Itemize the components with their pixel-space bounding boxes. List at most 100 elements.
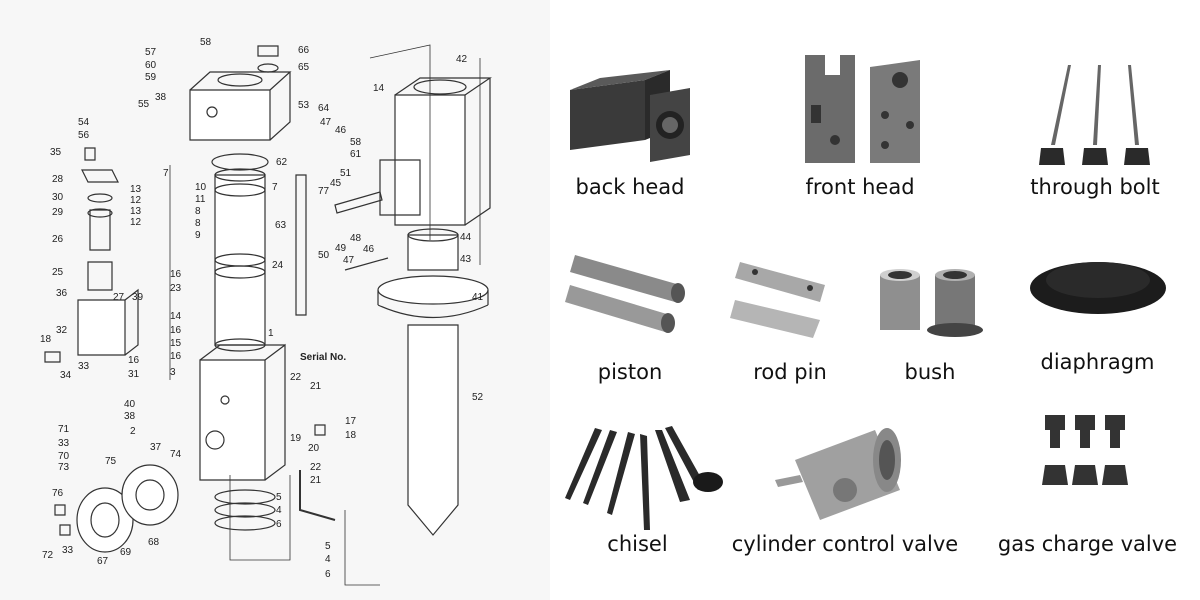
svg-text:76: 76 [52,488,64,499]
svg-text:45: 45 [330,178,342,189]
svg-text:15: 15 [170,338,182,349]
part-label: rod pin [753,360,827,384]
svg-text:33: 33 [78,361,90,372]
rod-pin-image [730,262,825,338]
part-bush: bush [855,260,1005,390]
bush-image [880,269,983,337]
svg-text:44: 44 [460,232,472,243]
svg-text:31: 31 [128,369,140,380]
svg-text:37: 37 [150,442,162,453]
gas-charge-valve-image [1042,415,1128,485]
svg-text:3: 3 [170,367,176,378]
svg-text:29: 29 [52,207,64,218]
svg-text:39: 39 [132,292,144,303]
svg-text:21: 21 [310,475,322,486]
svg-text:12: 12 [130,195,142,206]
part-label: front head [805,175,915,199]
svg-text:17: 17 [345,416,357,427]
svg-text:70: 70 [58,451,70,462]
svg-text:14: 14 [170,311,182,322]
svg-text:49: 49 [335,243,347,254]
svg-text:12: 12 [130,217,142,228]
svg-text:52: 52 [472,392,484,403]
svg-text:5: 5 [276,492,282,503]
svg-text:64: 64 [318,103,330,114]
svg-text:75: 75 [105,456,117,467]
part-gas-charge-valve: gas charge valve [990,410,1185,570]
front-head-image [805,55,920,163]
svg-text:65: 65 [298,62,310,73]
svg-text:22: 22 [290,372,302,383]
svg-text:7: 7 [272,182,278,193]
part-label: gas charge valve [997,532,1178,556]
svg-text:61: 61 [350,149,362,160]
svg-text:26: 26 [52,234,64,245]
part-label: diaphragm [1040,350,1155,374]
svg-text:42: 42 [456,54,468,65]
svg-text:16: 16 [170,269,182,280]
svg-text:27: 27 [113,292,125,303]
svg-text:40: 40 [124,399,136,410]
svg-text:5: 5 [325,541,331,552]
svg-text:16: 16 [170,325,182,336]
chisel-image [565,426,723,530]
svg-text:33: 33 [62,545,74,556]
svg-text:6: 6 [276,519,282,530]
svg-text:46: 46 [335,125,347,136]
svg-text:9: 9 [195,230,201,241]
svg-text:74: 74 [170,449,182,460]
svg-text:21: 21 [310,381,322,392]
svg-text:58: 58 [200,37,212,48]
svg-text:47: 47 [343,255,355,266]
svg-text:7: 7 [163,168,169,179]
svg-text:58: 58 [350,137,362,148]
part-label: piston [597,360,663,384]
svg-text:28: 28 [52,174,64,185]
svg-text:16: 16 [170,351,182,362]
part-rod-pin: rod pin [725,250,855,390]
svg-text:13: 13 [130,184,142,195]
svg-text:60: 60 [145,60,157,71]
part-cylinder-control-valve: cylinder control valve [725,420,965,570]
svg-text:71: 71 [58,424,70,435]
svg-text:24: 24 [272,260,284,271]
svg-text:34: 34 [60,370,72,381]
svg-text:59: 59 [145,72,157,83]
svg-text:8: 8 [195,206,201,217]
svg-text:43: 43 [460,254,472,265]
svg-text:73: 73 [58,462,70,473]
svg-text:19: 19 [290,433,302,444]
svg-text:53: 53 [298,100,310,111]
svg-text:14: 14 [373,83,385,94]
svg-text:16: 16 [128,355,140,366]
svg-text:36: 36 [56,288,68,299]
svg-text:1: 1 [268,328,274,339]
svg-text:4: 4 [325,554,331,565]
parts-catalog: back head front head [550,0,1200,600]
svg-text:18: 18 [40,334,52,345]
svg-text:32: 32 [56,325,68,336]
svg-text:18: 18 [345,430,357,441]
svg-text:25: 25 [52,267,64,278]
svg-text:10: 10 [195,182,207,193]
svg-text:50: 50 [318,250,330,261]
part-label: back head [575,175,685,199]
svg-text:4: 4 [276,505,282,516]
svg-text:46: 46 [363,244,375,255]
part-diaphragm: diaphragm [1010,250,1185,380]
svg-text:20: 20 [308,443,320,454]
piston-image [565,255,685,333]
svg-text:33: 33 [58,438,70,449]
svg-text:54: 54 [78,117,90,128]
part-label: cylinder control valve [731,532,959,556]
svg-text:48: 48 [350,233,362,244]
svg-text:63: 63 [275,220,287,231]
svg-text:66: 66 [298,45,310,56]
svg-text:77: 77 [318,186,330,197]
svg-text:67: 67 [97,556,109,567]
svg-text:8: 8 [195,218,201,229]
svg-text:56: 56 [78,130,90,141]
svg-text:22: 22 [310,462,322,473]
